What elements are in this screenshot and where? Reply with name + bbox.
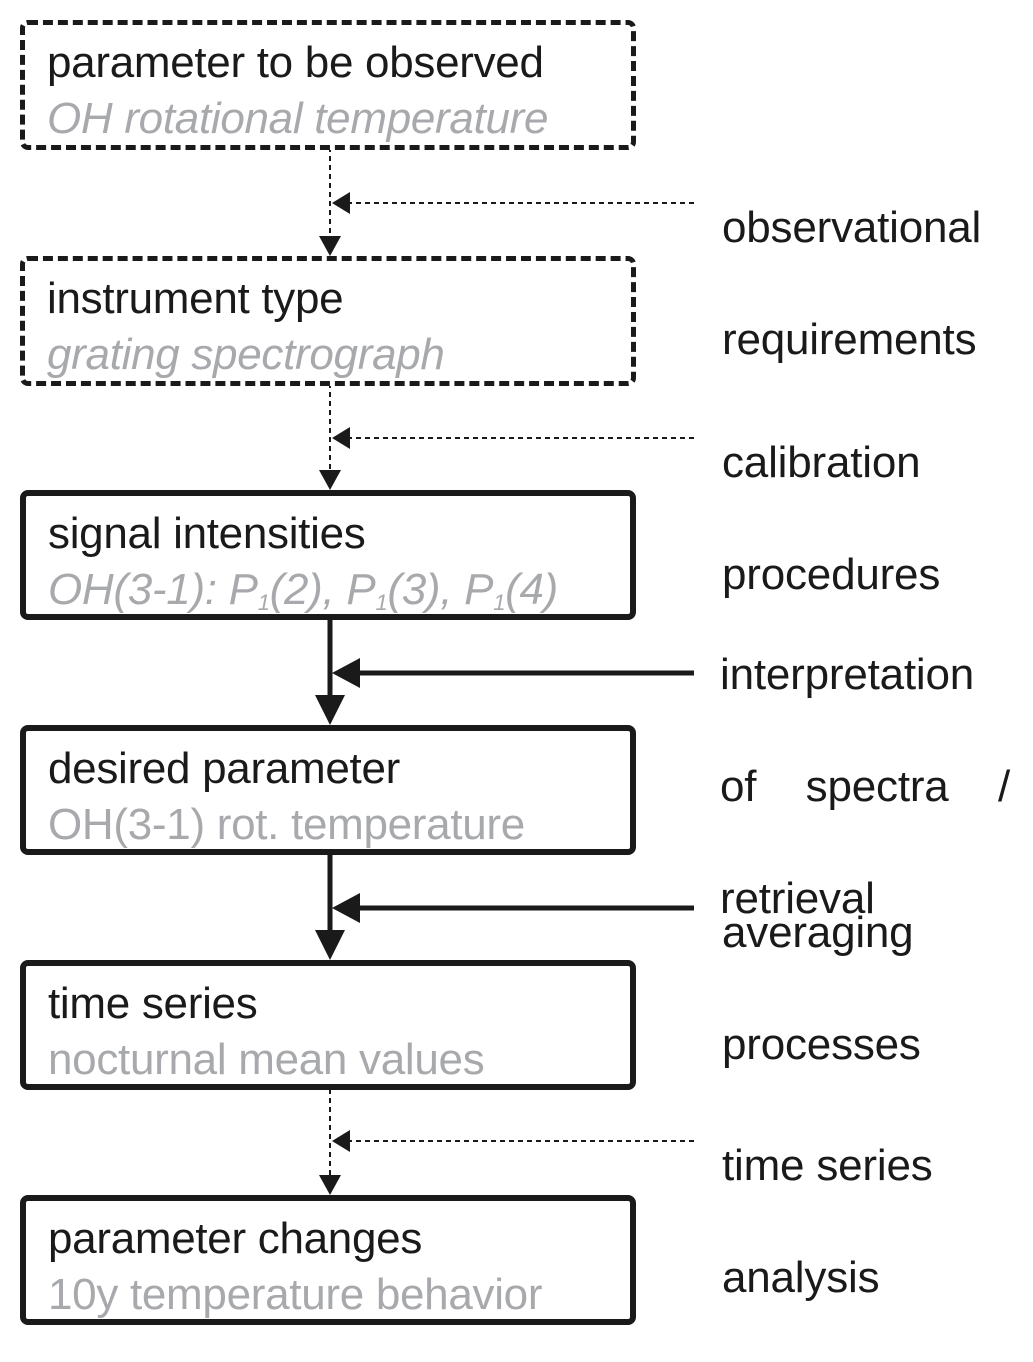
line-label-p1-4: P1(4) — [464, 565, 559, 615]
box-subtitle: grating spectrograph — [47, 330, 445, 379]
side-label-calibration-procedures: calibration procedures — [722, 379, 940, 659]
box-title: instrument type — [47, 274, 344, 323]
box-title: parameter changes — [48, 1214, 423, 1263]
side-label-time-series-analysis: time series analysis — [722, 1082, 933, 1362]
arrow-left-icon — [332, 427, 350, 449]
box-desired-parameter: desired parameter OH(3-1) rot. temperatu… — [20, 725, 636, 855]
box-subtitle: OH(3-1): P1(2), P1(3), P1(4) — [48, 565, 559, 615]
box-time-series: time series nocturnal mean values — [20, 960, 636, 1090]
label-line: analysis — [722, 1253, 880, 1302]
arrow-left-icon — [332, 1130, 350, 1152]
label-line: time series — [722, 1141, 933, 1190]
box-instrument-type: instrument type grating spectrograph — [20, 256, 636, 386]
arrow-down-icon — [315, 930, 345, 960]
arrow-left-icon — [332, 192, 350, 214]
side-label-averaging-processes: averaging processes — [722, 849, 921, 1129]
arrow-down-icon — [319, 470, 341, 490]
line-label-p1-2: P1(2) — [228, 565, 323, 615]
box-parameter-changes: parameter changes 10y temperature behavi… — [20, 1195, 636, 1325]
arrow-down-icon — [319, 236, 341, 256]
arrow-down-icon — [319, 1175, 341, 1195]
line-label-p1-3: P1(3) — [346, 565, 441, 615]
label-line: requirements — [722, 315, 977, 364]
label-line: processes — [722, 1020, 921, 1069]
box-subtitle: OH(3-1) rot. temperature — [48, 800, 525, 849]
box-title: time series — [48, 979, 258, 1028]
box-parameter-to-be-observed: parameter to be observed OH rotational t… — [20, 20, 636, 150]
arrow-left-icon — [332, 658, 360, 688]
label-line: interpretation — [720, 650, 975, 699]
side-label-interpretation-of-spectra-retrieval: interpretation of spectra / retrieval — [720, 591, 1010, 983]
box-title: signal intensities — [48, 509, 366, 558]
label-line: procedures — [722, 550, 941, 599]
label-line: observational — [722, 203, 982, 252]
label-line: of spectra / — [720, 762, 1010, 811]
side-label-observational-requirements: observational requirements — [722, 144, 981, 424]
label-line: calibration — [722, 438, 921, 487]
box-subtitle: 10y temperature behavior — [48, 1270, 543, 1319]
subtitle-prefix: OH(3-1): — [48, 565, 229, 614]
arrow-down-icon — [315, 695, 345, 725]
box-subtitle: nocturnal mean values — [48, 1035, 485, 1084]
box-title: desired parameter — [48, 744, 400, 793]
box-title: parameter to be observed — [47, 38, 544, 87]
label-line: retrieval — [720, 874, 875, 923]
box-signal-intensities: signal intensities OH(3-1): P1(2), P1(3)… — [20, 490, 636, 620]
box-subtitle: OH rotational temperature — [47, 94, 549, 143]
label-line: averaging — [722, 908, 914, 957]
arrow-left-icon — [332, 893, 360, 923]
